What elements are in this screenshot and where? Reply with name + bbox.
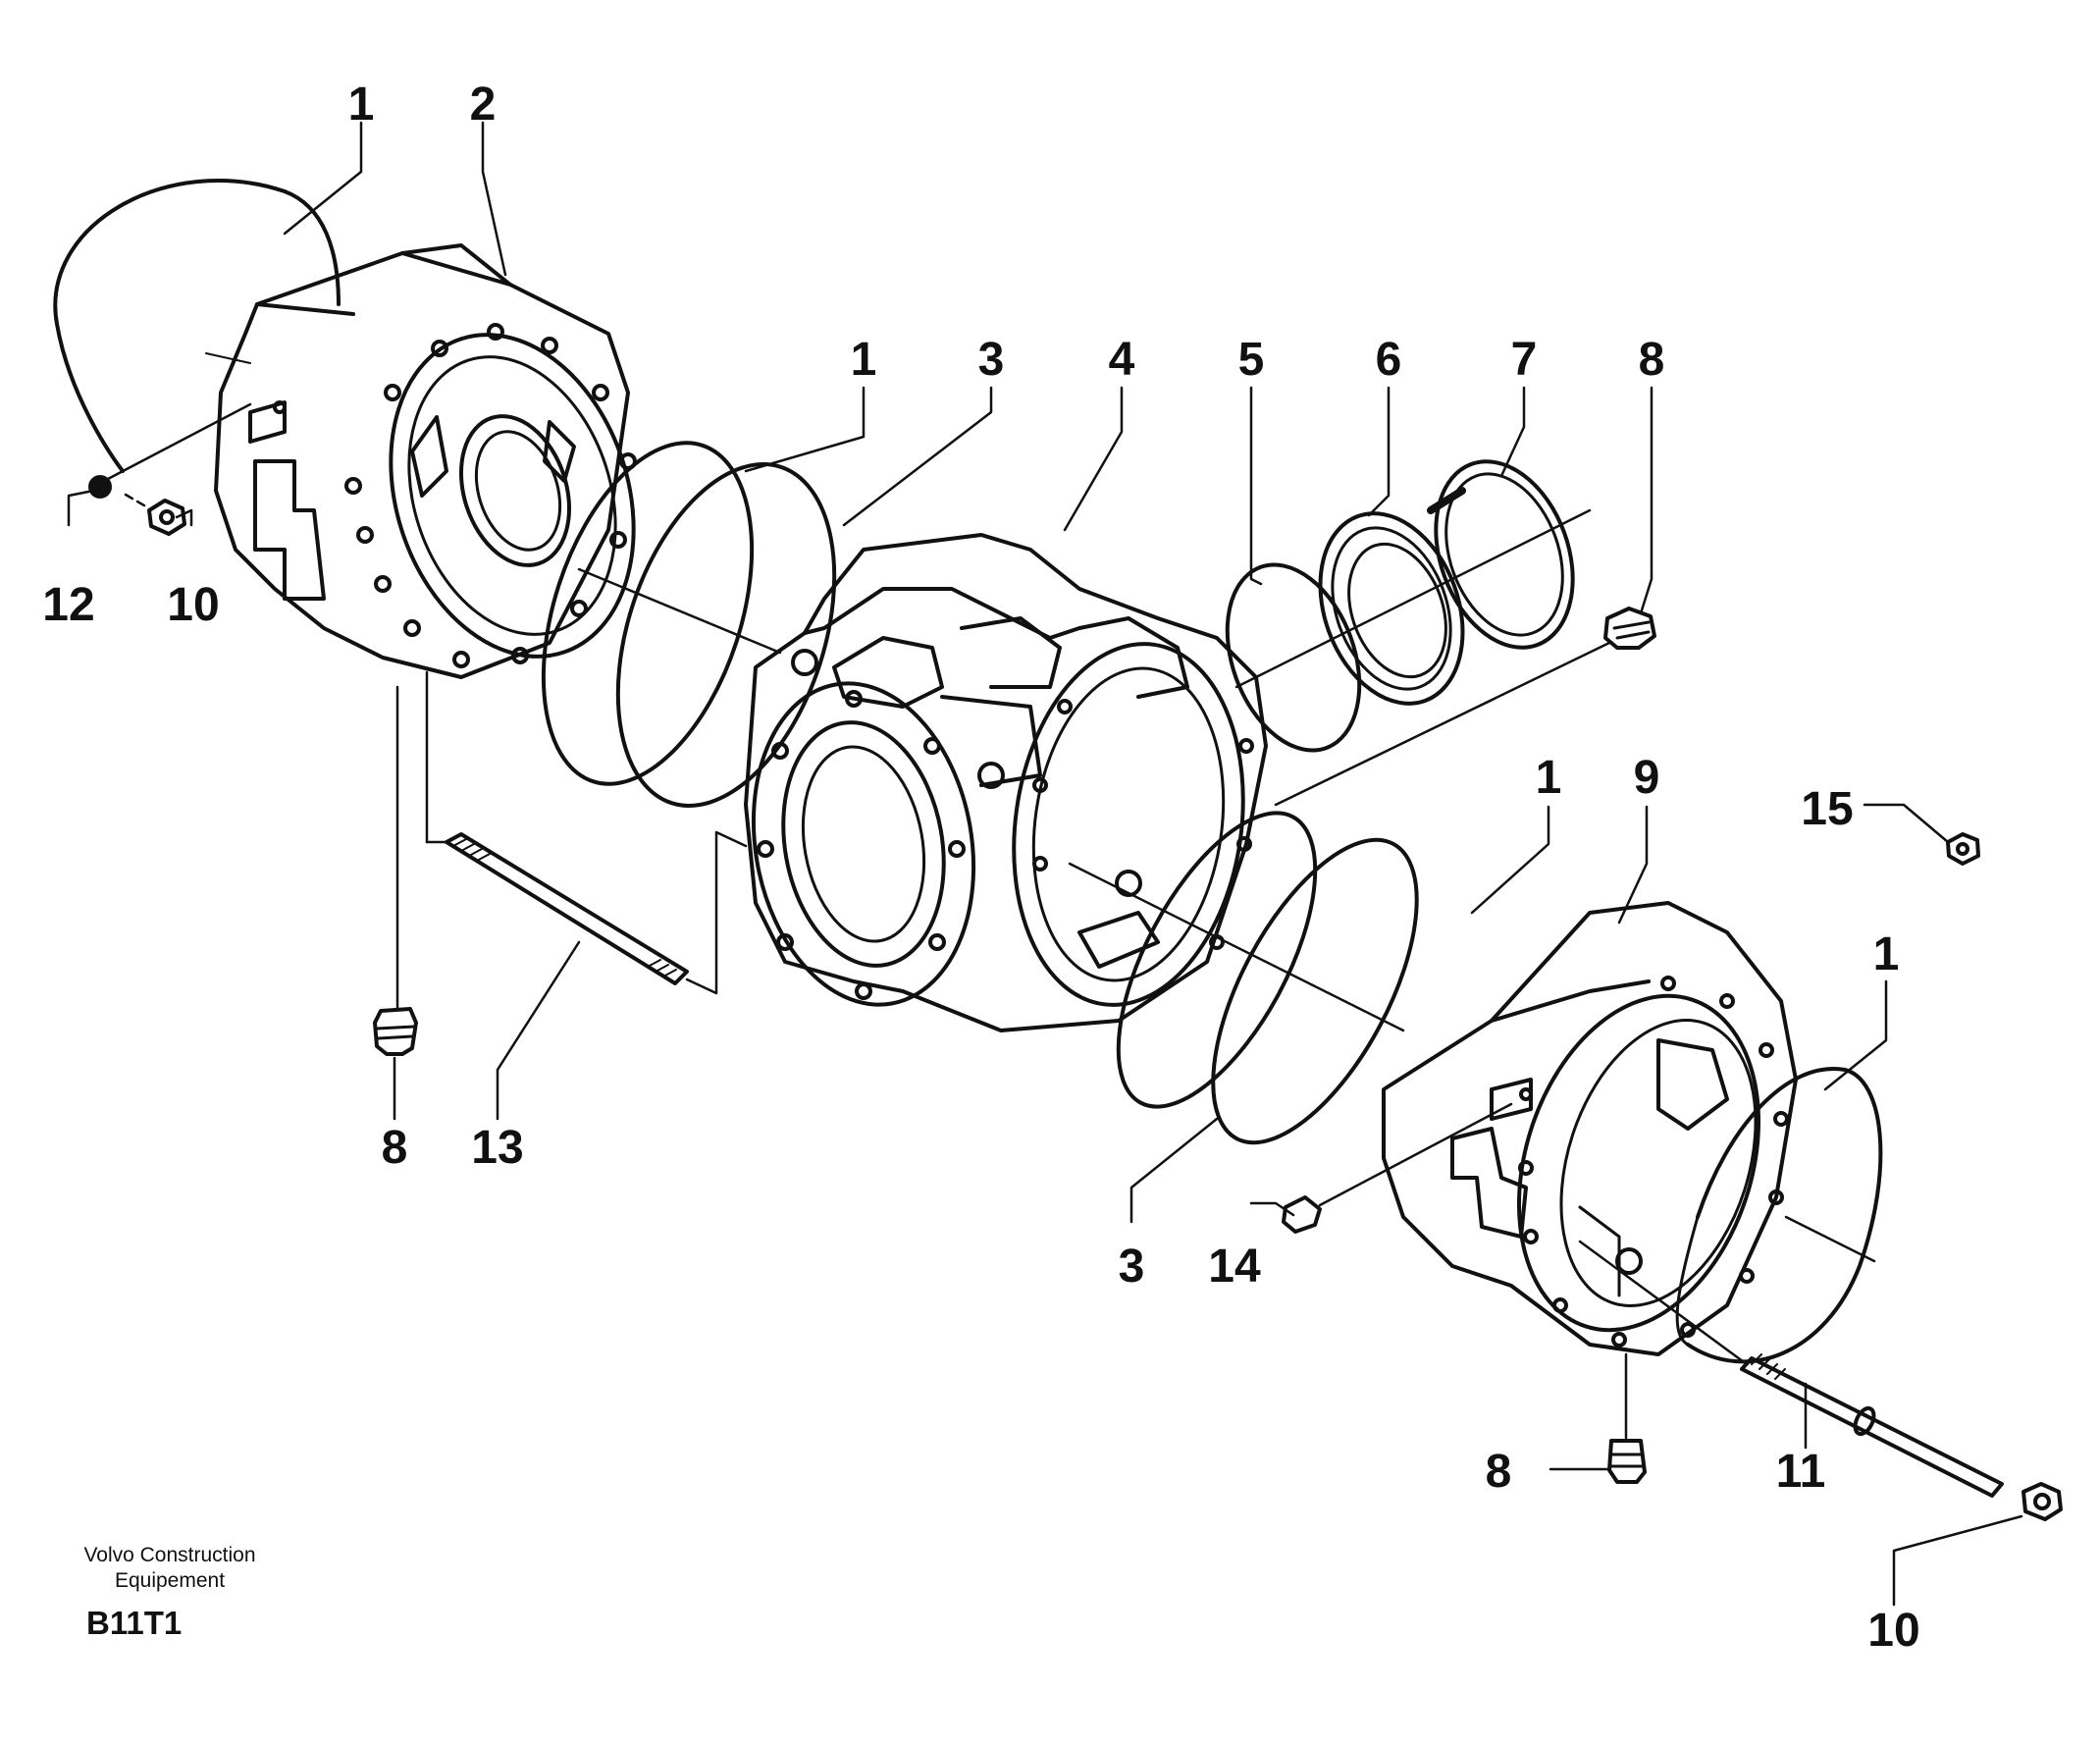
callout-1-right-middle: 1 <box>1536 752 1562 804</box>
callout-11: 11 <box>1776 1446 1826 1498</box>
callout-5: 5 <box>1238 334 1265 386</box>
nut-part-15 <box>1863 803 1980 866</box>
callout-8-top: 8 <box>1639 334 1665 386</box>
stud-part-11 <box>1578 1240 2004 1498</box>
callout-8-bottom-left: 8 <box>382 1122 408 1174</box>
callout-3-bottom: 3 <box>1119 1241 1145 1293</box>
nut-part-10-left <box>124 493 186 536</box>
bearing-part-6 <box>1318 511 1465 706</box>
shim-part-7 <box>1427 459 1575 650</box>
central-housing-part-4 <box>744 533 1268 1032</box>
o-rings-part-1-3-right <box>1068 811 1419 1145</box>
axis-line-upper <box>1234 508 1592 689</box>
callout-12: 12 <box>42 579 94 631</box>
callout-14: 14 <box>1208 1241 1261 1293</box>
left-cover-part-2 <box>214 243 637 679</box>
plug-part-8-bottom <box>1549 1352 1647 1484</box>
callout-10-left: 10 <box>167 579 219 631</box>
callout-6: 6 <box>1376 334 1402 386</box>
o-ring-part-1-top-left <box>53 179 341 473</box>
callout-13: 13 <box>471 1122 523 1174</box>
publisher-line-2: Equipement <box>114 1569 226 1592</box>
plug-part-8-left <box>373 685 418 1056</box>
publisher-caption: Volvo Construction Equipement <box>57 1543 283 1594</box>
callout-1-middle: 1 <box>851 334 877 386</box>
o-ring-part-1-right <box>1675 1067 1883 1364</box>
callout-9: 9 <box>1634 752 1660 804</box>
callout-15: 15 <box>1801 783 1853 835</box>
grease-nipple-part-14 <box>1249 1102 1513 1234</box>
callout-3-top: 3 <box>978 334 1005 386</box>
plug-part-12 <box>88 402 252 499</box>
callout-1-right: 1 <box>1873 928 1900 980</box>
callout-labels: 1 2 12 10 1 3 4 5 6 7 8 8 13 1 9 15 1 3 … <box>42 79 1919 1657</box>
callout-4: 4 <box>1109 334 1135 386</box>
callout-10-right: 10 <box>1867 1605 1919 1657</box>
drawing-code: B11T1 <box>86 1605 183 1641</box>
nut-part-10-right <box>1892 1482 2063 1607</box>
o-rings-part-1-3-middle <box>541 441 837 808</box>
callout-2: 2 <box>470 79 497 131</box>
callout-leaders <box>67 121 1888 1224</box>
o-ring-part-5 <box>1225 562 1362 753</box>
plug-part-8-upper <box>1274 607 1656 807</box>
callout-8-bottom-right: 8 <box>1486 1446 1512 1498</box>
callout-7: 7 <box>1511 334 1538 386</box>
publisher-line-1: Volvo Construction <box>83 1544 256 1566</box>
stud-part-13 <box>425 670 748 995</box>
right-cover-part-9 <box>1382 901 1798 1356</box>
callout-1-top-left: 1 <box>348 79 375 131</box>
